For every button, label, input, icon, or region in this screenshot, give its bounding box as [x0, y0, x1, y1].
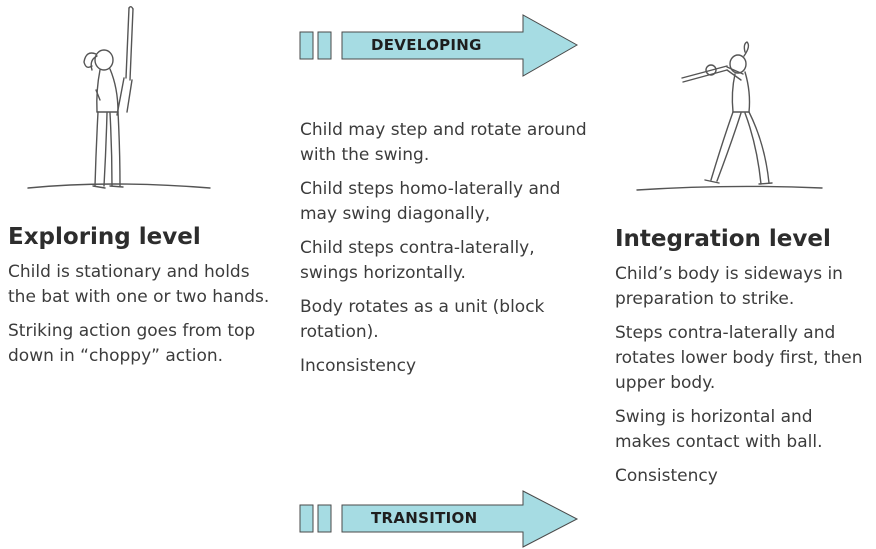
exploring-level-section: Exploring level Child is stationary and … [8, 224, 270, 378]
developing-text-4: Body rotates as a unit (block rotation). [300, 297, 545, 342]
integration-level-text-2: Steps contra-laterally and rotates lower… [615, 323, 863, 393]
integration-level-sketch [636, 41, 823, 191]
integration-level-heading: Integration level [615, 226, 831, 252]
integration-level-text-1: Child’s body is sideways in preparation … [615, 264, 843, 309]
developing-label: DEVELOPING [371, 36, 482, 54]
integration-level-text-3: Swing is horizontal and makes contact wi… [615, 407, 823, 452]
transition-label: TRANSITION [371, 509, 478, 527]
developing-text-5: Inconsistency [300, 356, 417, 376]
developing-text-3: Child steps contra-laterally, swings hor… [300, 238, 535, 283]
developing-text-2: Child steps homo-laterally and may swing… [300, 179, 561, 224]
exploring-level-text-2: Striking action goes from top down in “c… [8, 321, 256, 366]
exploring-level-text-1: Child is stationary and holds the bat wi… [8, 262, 270, 307]
integration-level-section: Integration level Child’s body is sidewa… [615, 226, 873, 498]
developing-section: Child may step and rotate around with th… [300, 118, 590, 388]
exploring-level-heading: Exploring level [8, 224, 201, 250]
transition-arrow [299, 490, 579, 548]
developing-text-1: Child may step and rotate around with th… [300, 120, 587, 165]
integration-level-text-4: Consistency [615, 466, 718, 486]
developing-arrow [299, 14, 579, 77]
exploring-level-sketch [27, 6, 211, 189]
